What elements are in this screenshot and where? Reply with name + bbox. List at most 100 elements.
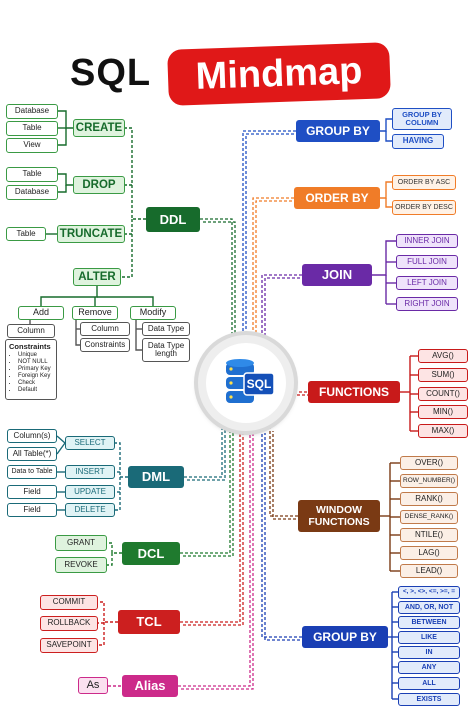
alias-as: As (78, 677, 108, 694)
title-mindmap-banner: Mindmap (167, 42, 391, 106)
create-item-database: Database (6, 104, 58, 119)
join-full: FULL JOIN (396, 255, 458, 269)
connector (115, 442, 128, 478)
window-dense-rank: DENSE_RANK() (400, 510, 458, 524)
create-item-view: View (6, 138, 58, 153)
add-constraints-box: Constraints Unique NOT NULL Primary Key … (5, 339, 57, 400)
connector (107, 553, 113, 566)
dml-target-data-to-table: Data to Table (7, 465, 57, 479)
function-avg: AVG() (418, 349, 468, 363)
connector (125, 127, 146, 220)
order-by-desc: ORDER BY DESC (392, 200, 456, 215)
connector (58, 173, 73, 186)
constraint-item: Primary Key (18, 366, 53, 373)
connector (58, 185, 67, 193)
dml-update: UPDATE (65, 485, 115, 499)
connector (385, 131, 392, 142)
dml-target-all-table: All Table(*) (7, 447, 57, 461)
connector (107, 542, 122, 554)
truncate-item-table: Table (6, 227, 46, 241)
center-logo-text: SQL (246, 377, 272, 391)
dml-target-field-update: Field (7, 485, 57, 499)
join-inner: INNER JOIN (396, 234, 458, 248)
connector (183, 423, 234, 557)
order-by-asc: ORDER BY ASC (392, 175, 456, 190)
functions-node: FUNCTIONS (308, 381, 400, 403)
constraint-item: Foreign Key (18, 373, 53, 380)
connector (261, 274, 302, 338)
function-min: MIN() (418, 405, 468, 419)
operator-exists: EXISTS (398, 693, 460, 706)
connector (180, 428, 241, 623)
window-over: OVER() (400, 456, 458, 470)
alter-node: ALTER (73, 268, 121, 286)
title-sql: SQL (70, 52, 152, 94)
tcl-rollback: ROLLBACK (40, 616, 98, 631)
connector (56, 442, 66, 455)
constraint-item: NOT NULL (18, 359, 53, 366)
connector (58, 128, 67, 146)
constraint-item: Check (18, 380, 53, 387)
add-column: Column (7, 324, 55, 338)
alias-node: Alias (122, 675, 178, 697)
group-by-having: HAVING (392, 134, 444, 149)
connector (115, 477, 121, 511)
connector (242, 130, 296, 338)
tcl-node: TCL (118, 610, 180, 634)
function-sum: SUM() (418, 368, 468, 382)
connector (245, 133, 299, 341)
connector (264, 433, 305, 641)
ddl-node: DDL (146, 207, 200, 232)
connector (269, 428, 298, 517)
function-max: MAX() (418, 424, 468, 438)
operator-any: ANY (398, 661, 460, 674)
connector (135, 320, 142, 351)
drop-item-table: Table (6, 167, 58, 182)
dml-target-columns: Column(s) (7, 429, 57, 443)
dml-insert: INSERT (65, 465, 115, 479)
operator-like: LIKE (398, 631, 460, 644)
connector (252, 197, 294, 336)
window-lead: LEAD() (400, 564, 458, 578)
connector (98, 601, 118, 623)
remove-constraints: Constraints (80, 338, 130, 352)
tcl-commit: COMMIT (40, 595, 98, 610)
connector (181, 433, 254, 690)
connector (380, 118, 392, 132)
alter-modify: Modify (130, 306, 176, 320)
order-by-node: ORDER BY (294, 187, 380, 209)
connector (180, 420, 231, 554)
drop-item-database: Database (6, 185, 58, 200)
group-by-node: GROUP BY (296, 120, 380, 142)
dcl-revoke: REVOKE (55, 557, 107, 573)
dml-node: DML (128, 466, 184, 488)
dcl-node: DCL (122, 542, 180, 565)
connector (121, 219, 133, 278)
window-row-number: ROW_NUMBER() (400, 474, 458, 488)
connector (372, 240, 396, 276)
operator-in: IN (398, 646, 460, 659)
function-count: COUNT() (418, 387, 468, 401)
modify-data-type: Data Type (142, 322, 190, 336)
connector (40, 286, 98, 306)
connector (183, 431, 244, 626)
operator-all: ALL (398, 677, 460, 690)
connector (380, 181, 392, 199)
connector (97, 296, 154, 306)
connector (272, 431, 301, 520)
window-ntile: NTILE() (400, 528, 458, 542)
dml-select: SELECT (65, 436, 115, 450)
window-lag: LAG() (400, 546, 458, 560)
constraint-item: Default (18, 387, 53, 394)
window-functions-node: WINDOW FUNCTIONS (298, 500, 380, 532)
create-item-table: Table (6, 121, 58, 136)
connector (255, 200, 297, 339)
alter-add: Add (18, 306, 64, 320)
connector (261, 430, 302, 638)
remove-column: Column (80, 322, 130, 336)
drop-node: DROP (73, 176, 125, 194)
dml-delete: DELETE (65, 503, 115, 517)
create-node: CREATE (73, 119, 125, 137)
